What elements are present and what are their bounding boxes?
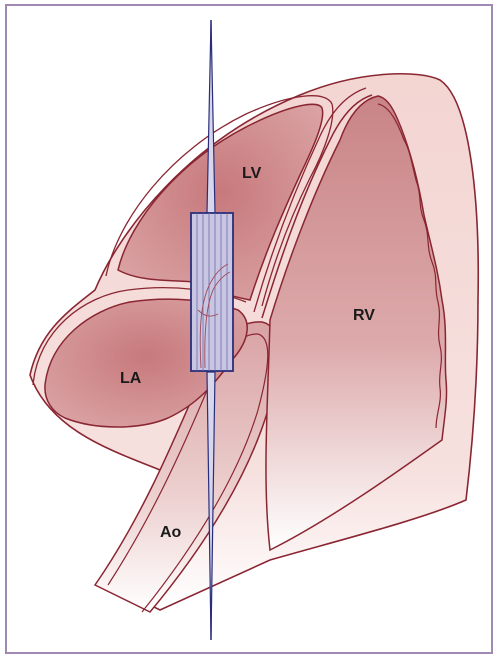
occluder-device <box>191 213 233 371</box>
label-rv: RV <box>353 307 375 324</box>
label-lv: LV <box>242 165 262 182</box>
needle-upper <box>207 20 215 213</box>
label-ao: Ao <box>160 524 182 541</box>
label-la: LA <box>120 370 142 387</box>
